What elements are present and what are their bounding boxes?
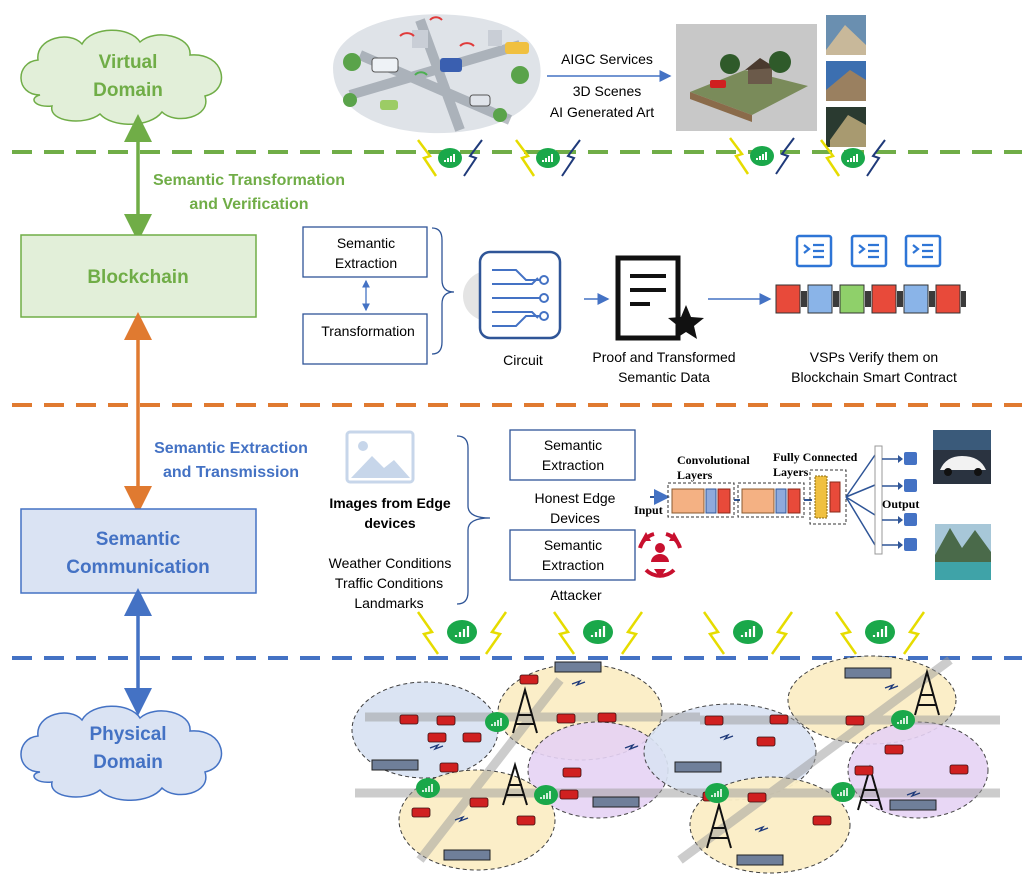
honest-devices-line2: Devices	[550, 510, 600, 526]
condition-traffic: Traffic Conditions	[335, 575, 443, 591]
images-edge-line1: Images from Edge	[329, 495, 451, 511]
extract-link-line2: and Transmission	[163, 464, 299, 481]
cnn-fc-line2: Layers	[773, 465, 809, 479]
blockchain-chain-icon	[775, 284, 966, 314]
wireless-signal-icons-bottom	[416, 611, 926, 655]
cnn-fc-line1: Fully Connected	[773, 450, 858, 464]
ai-art-label: AI Generated Art	[550, 104, 654, 120]
semantic-communication-box: Semantic Communication	[20, 508, 257, 594]
bc-semantic-extraction-line1: Semantic	[337, 235, 395, 251]
3d-scenes-label: 3D Scenes	[573, 83, 641, 99]
proof-line1: Proof and Transformed	[592, 349, 735, 365]
blockchain-layer-box: Blockchain	[20, 234, 257, 318]
vsp-line1: VSPs Verify them on	[810, 349, 938, 365]
circuit-label: Circuit	[503, 352, 543, 368]
cnn-conv-line1: Convolutional	[677, 453, 750, 467]
virtual-domain-line2: Domain	[93, 80, 163, 101]
blockchain-layer-label: Blockchain	[87, 267, 188, 288]
condition-weather: Weather Conditions	[329, 555, 452, 571]
attacker-label: Attacker	[550, 587, 602, 603]
circuit-icon	[463, 250, 562, 340]
attacker-extraction-line1: Semantic	[544, 537, 602, 553]
car-photo	[933, 430, 991, 484]
aigc-services-label: AIGC Services	[561, 51, 653, 67]
bc-transformation-box: Transformation	[302, 313, 428, 365]
honest-devices-line1: Honest Edge	[535, 490, 616, 506]
cnn-conv-line2: Layers	[677, 468, 713, 482]
cnn-input-label: Input	[634, 503, 663, 517]
attacker-extraction-box: Semantic Extraction	[509, 529, 636, 581]
physical-domain-line1: Physical	[89, 724, 166, 745]
proof-document-icon	[615, 255, 704, 341]
semcom-line2: Communication	[66, 557, 210, 578]
attacker-extraction-line2: Extraction	[542, 557, 604, 573]
cnn-output-label: Output	[882, 497, 919, 511]
virtual-domain-line1: Virtual	[99, 52, 158, 73]
ai-art-thumbnails	[826, 15, 866, 147]
attacker-icon	[638, 532, 682, 578]
semcom-line1: Semantic	[96, 529, 181, 550]
semcom-brace	[456, 435, 491, 605]
honest-extraction-line1: Semantic	[544, 437, 602, 453]
images-edge-line2: devices	[364, 515, 416, 531]
transform-link-line2: and Verification	[189, 196, 308, 213]
landscape-photo	[935, 524, 991, 580]
virtual-domain-cloud: Virtual Domain	[20, 29, 223, 125]
wireless-signal-icons-top	[417, 137, 886, 177]
honest-extraction-line2: Extraction	[542, 457, 604, 473]
blockchain-brace	[431, 227, 455, 355]
extract-link-line1: Semantic Extraction	[154, 440, 308, 457]
bc-transformation-label: Transformation	[321, 323, 415, 339]
condition-landmarks: Landmarks	[354, 595, 423, 611]
vsp-line2: Blockchain Smart Contract	[791, 369, 957, 385]
proof-line2: Semantic Data	[618, 369, 710, 385]
physical-domain-cloud: Physical Domain	[20, 705, 223, 801]
bc-semantic-extraction-line2: Extraction	[335, 255, 397, 271]
bc-semantic-extraction-box: Semantic Extraction	[302, 226, 428, 278]
physical-network	[351, 655, 1000, 874]
image-placeholder-icon	[345, 430, 415, 484]
physical-domain-line2: Domain	[93, 752, 163, 773]
smart-contract-icons	[795, 234, 942, 268]
transform-link-line1: Semantic Transformation	[153, 172, 345, 189]
honest-extraction-box: Semantic Extraction	[509, 429, 636, 481]
cnn-diagram: Convolutional Layers Fully Connected Lay…	[634, 445, 919, 555]
3d-scene-image	[676, 24, 817, 131]
smart-city-illustration	[333, 14, 541, 134]
